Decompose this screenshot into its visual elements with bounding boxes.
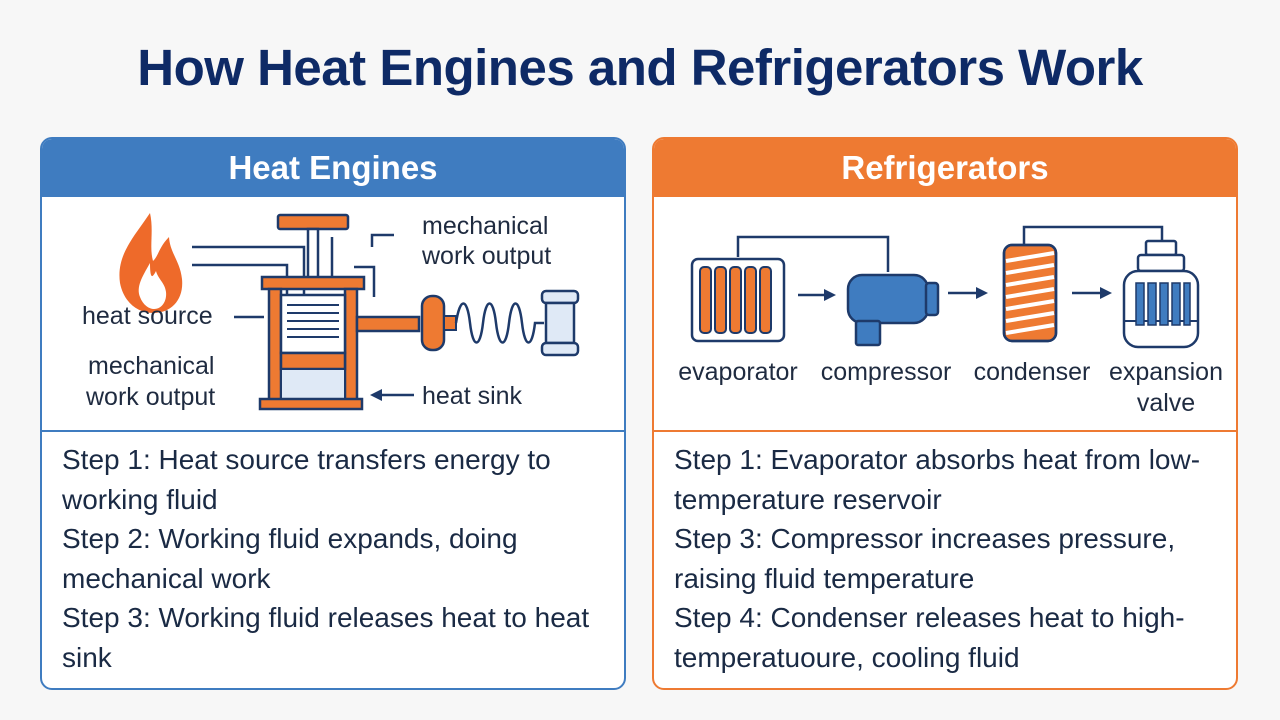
refrigerators-divider [654, 430, 1236, 432]
end-cap-icon [540, 289, 580, 357]
condenser-icon [1002, 243, 1058, 343]
flywheel-icon [420, 294, 457, 352]
heat-engines-steps: Step 1: Heat source transfers energy to … [42, 432, 624, 677]
top-work-output-label-1: mechanical [422, 212, 548, 240]
top-work-output-label-2: work output [421, 242, 551, 270]
flow-arrow-1 [798, 289, 836, 301]
heat-engine-step-1: Step 1: Heat source transfers energy to … [62, 444, 551, 515]
compressor-label: compressor [821, 358, 952, 386]
heat-engines-header: Heat Engines [42, 139, 624, 197]
heat-engine-step-2: Step 2: Working fluid expands, doing mec… [62, 523, 518, 594]
page-title: How Heat Engines and Refrigerators Work [137, 39, 1143, 96]
heat-sink-label: heat sink [422, 382, 523, 410]
refrigerators-panel: Refrigerators [652, 137, 1238, 690]
compressor-icon [846, 273, 940, 347]
refrigerators-steps: Step 1: Evaporator absorbs heat from low… [654, 432, 1236, 677]
flame-icon [119, 213, 183, 313]
evaporator-label: evaporator [678, 358, 798, 386]
refrigerator-step-3: Step 3: Compressor increases pressure, r… [674, 523, 1176, 594]
expansion-label: expansion [1109, 358, 1223, 386]
heat-engine-svg: mechanical work output heat source mecha… [82, 212, 580, 411]
flow-arrow-3 [1072, 287, 1112, 299]
refrigerator-step-1: Step 1: Evaporator absorbs heat from low… [674, 444, 1201, 515]
heat-engine-diagram: mechanical work output heat source mecha… [42, 197, 624, 430]
valve-label: valve [1137, 389, 1195, 417]
heat-engines-divider [42, 430, 624, 432]
heat-engines-panel: Heat Engines [40, 137, 626, 690]
refrigerators-header: Refrigerators [654, 139, 1236, 197]
expansion-valve-icon [1122, 239, 1200, 349]
bottom-work-output-label-1: mechanical [88, 352, 214, 380]
heat-source-label: heat source [82, 302, 213, 330]
refrigerator-diagram: evaporator compressor condenser expansio… [654, 197, 1236, 430]
condenser-label: condenser [974, 358, 1091, 386]
heat-sink-arrow [370, 389, 414, 401]
piston-cylinder-icon [258, 213, 421, 411]
refrigerator-step-4: Step 4: Condenser releases heat to high-… [674, 602, 1185, 673]
heat-engine-step-3: Step 3: Working fluid releases heat to h… [62, 602, 590, 673]
evaporator-icon [690, 257, 786, 343]
spring-icon [454, 302, 544, 344]
bottom-work-output-label-2: work output [85, 383, 215, 411]
flow-arrow-2 [948, 287, 988, 299]
refrigerator-svg: evaporator compressor condenser expansio… [678, 225, 1223, 417]
